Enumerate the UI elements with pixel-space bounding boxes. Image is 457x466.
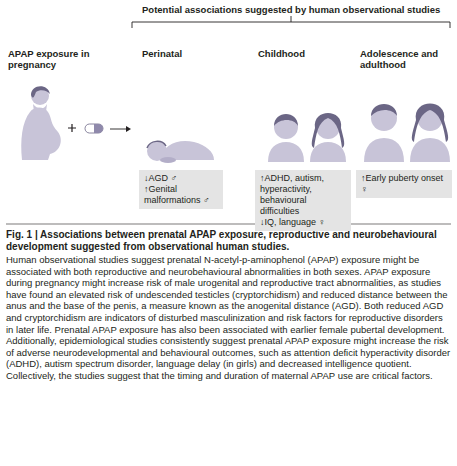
diagram-title: Potential associations suggested by huma… (139, 4, 443, 15)
children (268, 113, 346, 162)
finding-box: ↓AGD ♂↑Genital malformations ♂ (139, 170, 223, 209)
finding-text: ↑ADHD, autism, hyperactivity, behavioura… (260, 173, 346, 217)
finding-text: ↑Genital malformations ♂ (144, 184, 218, 206)
column-header: APAP exposure in pregnancy (8, 48, 118, 70)
plus-sign (68, 124, 76, 132)
figure-caption: Fig. 1 | Associations between prenatal A… (6, 229, 451, 253)
finding-box: ↑ADHD, autism, hyperactivity, behavioura… (255, 170, 351, 231)
baby (147, 141, 214, 163)
pregnant-woman (21, 86, 61, 160)
adults (364, 104, 450, 163)
finding-box: ↑Early puberty onset ♀ (356, 170, 452, 198)
finding-text: ↓AGD ♂ (144, 173, 218, 184)
column-header: Adolescence and adulthood (360, 48, 452, 70)
rule (6, 224, 451, 225)
column-header: Childhood (258, 48, 348, 59)
bracket (132, 16, 450, 28)
finding-text: ↓IQ, language ♀ (260, 217, 346, 228)
arrow (110, 129, 126, 130)
arrow-head (126, 126, 131, 132)
pill (85, 124, 103, 133)
finding-text: ↑Early puberty onset ♀ (361, 173, 447, 195)
caption-body: Human observational studies suggest pren… (6, 254, 451, 382)
column-header: Perinatal (142, 48, 222, 59)
